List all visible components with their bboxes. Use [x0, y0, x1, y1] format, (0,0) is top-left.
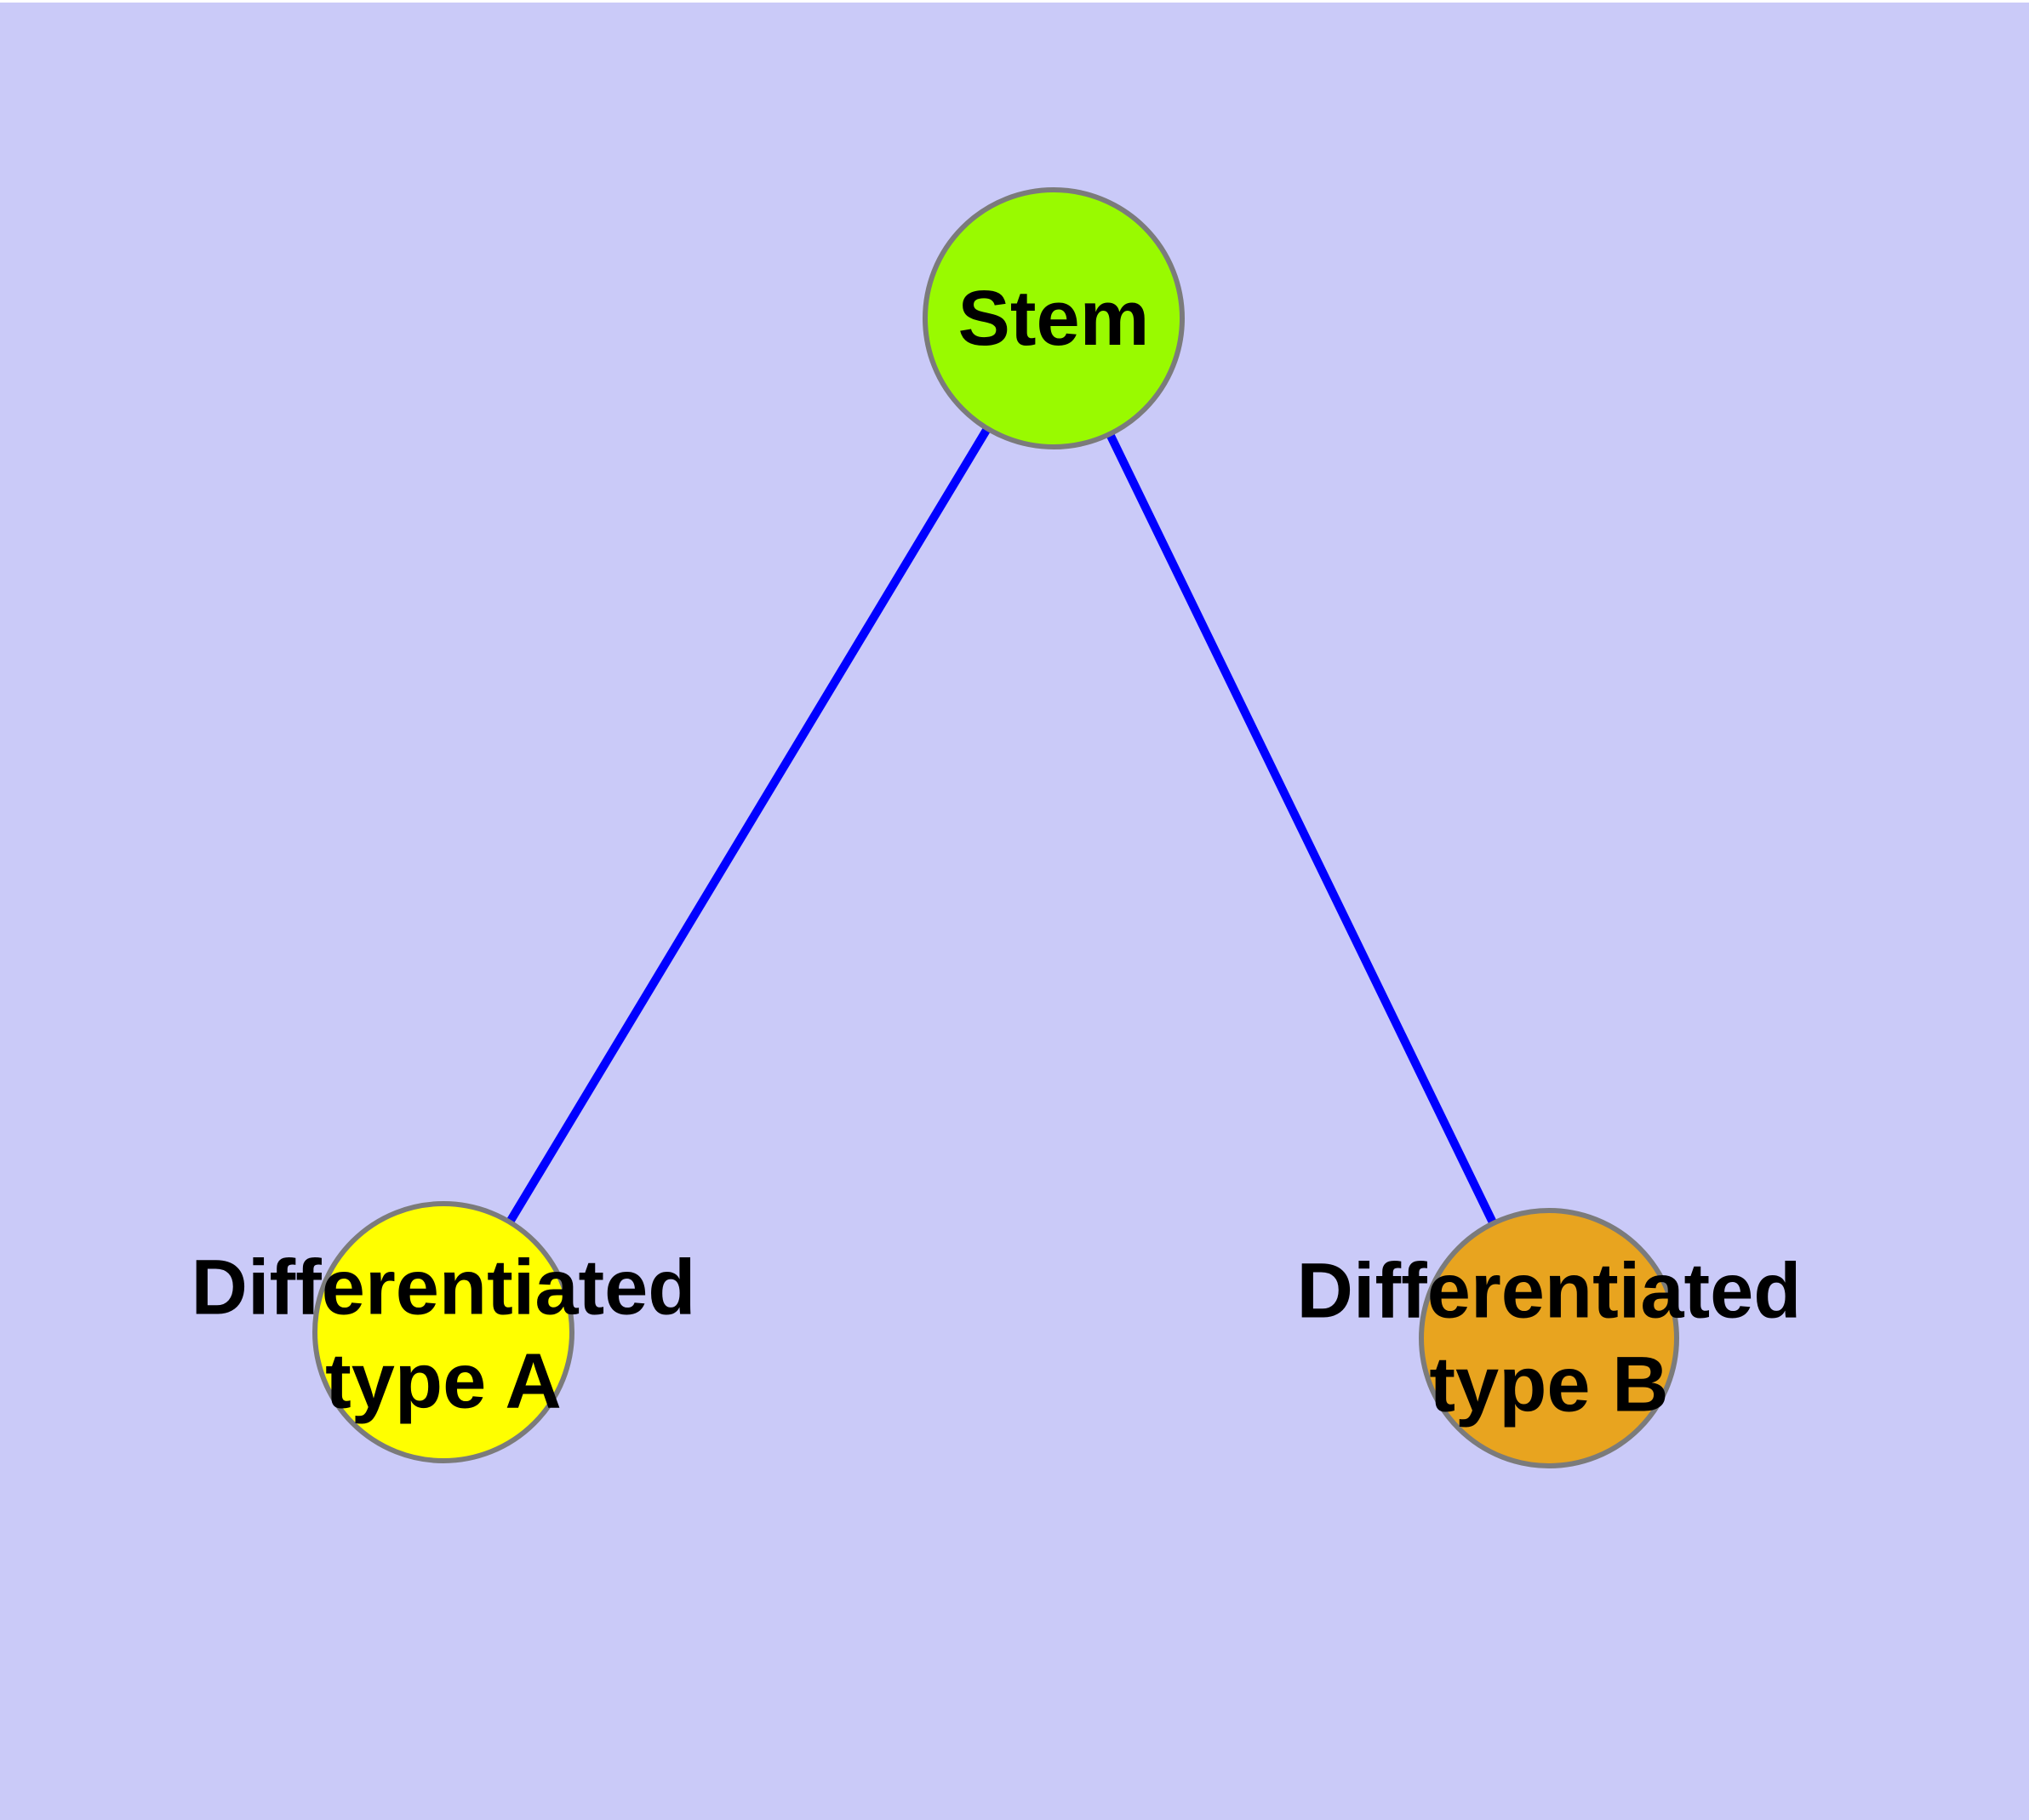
page-top-margin — [0, 0, 2029, 3]
node-type-b-label: Differentiated type B — [1296, 1247, 1802, 1428]
edge-stem-to-type-b — [1049, 316, 1553, 1341]
node-stem-label: Stem — [957, 274, 1150, 362]
node-stem-circle — [923, 187, 1185, 449]
node-type-a-label: Differentiated type A — [191, 1244, 696, 1425]
node-type-b-circle — [1419, 1208, 1679, 1468]
node-type-a-circle — [312, 1201, 574, 1463]
edge-stem-to-type-a — [439, 316, 1058, 1335]
